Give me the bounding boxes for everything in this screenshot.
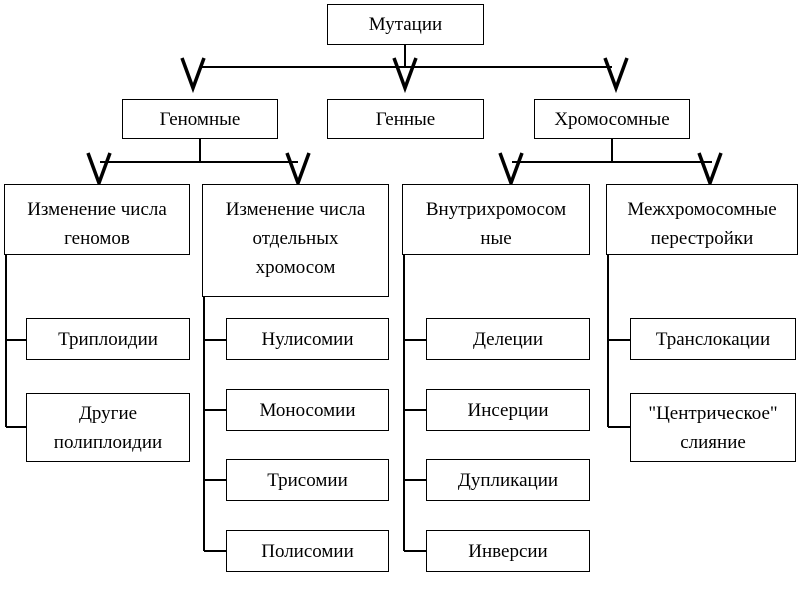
- node-label-line: хромосом: [255, 257, 336, 278]
- leaf-duplications: Дупликации: [426, 459, 590, 501]
- arrow-down-icon: [86, 152, 112, 189]
- arrow-down-icon: [697, 152, 723, 189]
- leaf-label: Инсерции: [467, 399, 549, 421]
- leaf-label: Моносомии: [259, 399, 356, 421]
- node-chromosome-number-change: Изменение числа отдельных хромосом: [202, 184, 389, 297]
- node-label-line: Межхромосомные: [627, 199, 777, 220]
- leaf-centric-fusion: "Центрическое" слияние: [630, 393, 796, 462]
- leaf-label-line: "Центрическое": [648, 402, 778, 424]
- node-interchromosomal: Межхромосомные перестройки: [606, 184, 798, 255]
- arrow-down-icon: [603, 57, 629, 94]
- root-node-label: Мутации: [368, 14, 443, 35]
- leaf-label: Транслокации: [655, 328, 771, 350]
- leaf-polysomy: Полисомии: [226, 530, 389, 572]
- node-label-line: Внутрихромосом: [425, 199, 567, 220]
- node-label-line: Изменение числа: [225, 199, 366, 220]
- node-gene: Генные: [327, 99, 484, 139]
- leaf-label-line: полиплоидии: [53, 431, 163, 453]
- leaf-label: Делеции: [472, 328, 544, 350]
- node-label-line: ные: [480, 228, 512, 249]
- node-gene-label: Генные: [375, 108, 436, 130]
- leaf-translocations: Транслокации: [630, 318, 796, 360]
- leaf-deletions: Делеции: [426, 318, 590, 360]
- leaf-label: Триплоидии: [58, 328, 158, 350]
- leaf-label-line: Другие: [78, 402, 138, 424]
- node-chromosomal: Хромосомные: [534, 99, 690, 139]
- node-label-line: перестройки: [650, 228, 754, 249]
- node-genomic-label: Геномные: [159, 108, 241, 130]
- root-node-mutations: Мутации: [327, 4, 484, 45]
- node-chromosomal-label: Хромосомные: [554, 108, 670, 130]
- arrow-down-icon: [180, 57, 206, 94]
- leaf-label: Дупликации: [457, 469, 559, 491]
- node-label-line: Изменение числа: [27, 199, 167, 220]
- arrow-down-icon: [392, 57, 418, 94]
- node-genomic: Геномные: [122, 99, 278, 139]
- node-label-line: геномов: [64, 228, 130, 249]
- leaf-triploidy: Триплоидии: [26, 318, 190, 360]
- arrow-down-icon: [498, 152, 524, 189]
- leaf-trisomy: Трисомии: [226, 459, 389, 501]
- leaf-label: Полисомии: [261, 540, 354, 562]
- leaf-label: Инверсии: [468, 540, 548, 562]
- leaf-inversions: Инверсии: [426, 530, 590, 572]
- node-label-line: отдельных: [252, 228, 339, 249]
- arrow-down-icon: [285, 152, 311, 189]
- leaf-label: Нулисомии: [261, 328, 354, 350]
- leaf-nullisomy: Нулисомии: [226, 318, 389, 360]
- leaf-other-polyploidy: Другие полиплоидии: [26, 393, 190, 462]
- node-intrachromosomal: Внутрихромосом ные: [402, 184, 590, 255]
- leaf-monosomy: Моносомии: [226, 389, 389, 431]
- leaf-label: Трисомии: [267, 469, 348, 491]
- leaf-label-line: слияние: [680, 431, 746, 453]
- node-genome-number-change: Изменение числа геномов: [4, 184, 190, 255]
- leaf-insertions: Инсерции: [426, 389, 590, 431]
